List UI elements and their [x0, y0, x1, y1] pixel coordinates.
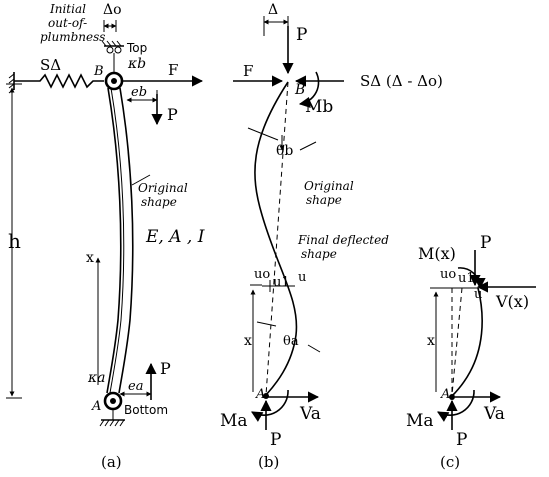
- x-label-c: x: [427, 333, 435, 349]
- load-p-label-c-top: P: [480, 233, 491, 253]
- moment-ma-arrow-b: [251, 389, 289, 422]
- caption-c: (c): [440, 453, 460, 471]
- moment-ma-label-c: Ma: [406, 411, 434, 431]
- node-a-label-b: A: [255, 387, 265, 402]
- kappa-a-label: κa: [87, 370, 106, 386]
- shear-vx-label: V(x): [495, 292, 529, 311]
- force-f-label-a: F: [168, 61, 178, 79]
- u-1-label-c: u1: [458, 271, 475, 286]
- u-label-c: u: [474, 287, 482, 302]
- top-roller-support: [101, 40, 124, 72]
- u-o-label-c: uo: [440, 267, 456, 282]
- spring-stiffness-label: SΔ: [40, 56, 61, 74]
- load-p-label-c-bottom: P: [456, 430, 467, 450]
- original-shape-label-b-2: shape: [306, 193, 342, 207]
- lateral-spring: [8, 72, 104, 94]
- top-label: Top: [126, 41, 147, 55]
- moment-ma-label-b: Ma: [220, 411, 248, 431]
- caption-a: (a): [101, 453, 122, 471]
- x-label-a: x: [86, 250, 94, 266]
- x-label-b: x: [244, 333, 252, 349]
- delta-label-b: Δ: [268, 2, 278, 18]
- original-shape-label-b-1: Original: [304, 179, 354, 193]
- node-a-label-c: A: [440, 387, 450, 402]
- final-shape-label-b-1: Final deflected: [297, 233, 389, 247]
- section-properties-label: E, A , I: [145, 227, 205, 247]
- node-a-label-a: A: [91, 399, 101, 414]
- original-shape-line-b: [265, 81, 289, 396]
- load-p-label-b-bottom: P: [270, 430, 281, 450]
- panel-c: M(x) P V(x) uo u1 u x A Ma Va P (c): [406, 233, 536, 471]
- u-label-b: u: [298, 270, 306, 285]
- delta-o-label-a: Δo: [103, 2, 122, 18]
- column-original-shape: [106, 87, 122, 394]
- kappa-b-label: κb: [127, 56, 146, 72]
- shear-va-label-c: Va: [483, 404, 505, 424]
- final-shape-label-b-2: shape: [301, 247, 337, 261]
- original-shape-label-a-2: shape: [141, 195, 177, 209]
- theta-a-label: θa: [283, 334, 299, 349]
- original-shape-label-a-1: Original: [138, 181, 188, 195]
- panel-a: Initial out-of- plumbness Δo Top SΔ B κb: [6, 2, 205, 471]
- u-1-label-b: u1: [273, 275, 290, 290]
- caption-b: (b): [258, 453, 279, 471]
- load-p-label-a-bottom: P: [160, 359, 171, 378]
- ecc-a-label: ea: [128, 379, 143, 394]
- bottom-label: Bottom: [124, 403, 168, 417]
- bottom-support: [99, 409, 125, 427]
- shear-va-label-b: Va: [299, 404, 321, 424]
- initial-plumbness-label-3: plumbness: [40, 30, 105, 44]
- theta-b-label: θb: [276, 143, 293, 159]
- deflected-shape-b: [254, 81, 298, 396]
- moment-mb-arrow: [298, 71, 320, 108]
- moment-mb-label: Mb: [305, 97, 333, 117]
- initial-plumbness-label-2: out-of-: [48, 16, 87, 30]
- spring-force-label: SΔ (Δ - Δo): [360, 72, 443, 90]
- load-p-label-b-top: P: [296, 25, 307, 45]
- ecc-b-label: eb: [131, 85, 147, 100]
- height-label: h: [8, 229, 21, 253]
- deflected-shape-c: [451, 287, 483, 397]
- panel-b: Δ P F SΔ (Δ - Δo) B Mb θb Original shape…: [220, 2, 443, 471]
- node-b-label-b: B: [294, 82, 305, 98]
- node-b-label-a: B: [93, 64, 104, 79]
- u-o-label-b: uo: [254, 267, 270, 282]
- load-p-label-a-top: P: [167, 105, 178, 124]
- initial-plumbness-label-1: Initial: [49, 2, 86, 16]
- force-f-label-b: F: [243, 62, 253, 80]
- moment-ma-arrow-c: [437, 389, 475, 422]
- moment-mx-label: M(x): [418, 244, 456, 263]
